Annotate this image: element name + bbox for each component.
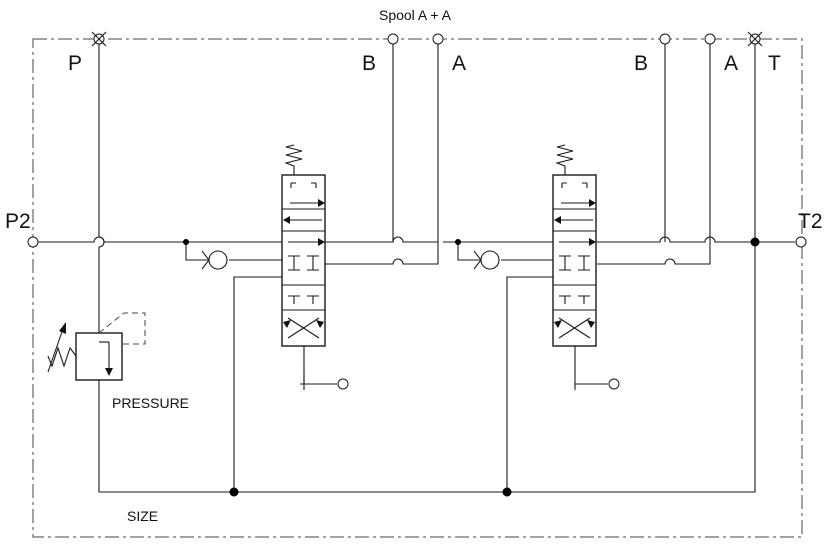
check-valve-2 [473,250,500,270]
junction-dot [750,237,760,247]
junction-dot [229,487,239,497]
check-branch-1 [185,242,282,261]
port-label-t2: T2 [798,210,823,233]
spool-valve-2 [552,144,620,390]
junction-dot [183,239,189,245]
size-label: SIZE [127,508,158,524]
return-loop-line [98,44,756,493]
pressure-label: PRESSURE [112,395,189,411]
lever-handle-icon [608,378,620,390]
tank-return-2 [506,276,553,492]
p-line [98,44,105,333]
valve-body-boundary [32,38,803,538]
adjustable-spring-icon [47,346,77,368]
junction-dot [502,487,512,497]
port-b1-marker [387,33,399,45]
port-p-plugged-marker [91,31,107,47]
port-t-plugged-marker [747,31,763,47]
spring-icon [555,144,574,175]
spring-icon [284,144,303,175]
port-label-p: P [68,52,82,75]
flow-lines [38,44,795,493]
port-a2-marker [704,33,716,45]
a1-connect [325,242,439,265]
port-label-b1: B [362,52,376,75]
relief-valve [47,312,146,381]
port-label-a2: A [724,52,738,75]
port-label-t: T [768,52,781,75]
port-t2-marker [795,236,807,248]
port-p2-marker [27,236,39,248]
port-label-a1: A [452,52,466,75]
check-branch-2 [457,242,553,261]
check-valve-1 [201,250,228,270]
port-markers [27,31,807,248]
tank-return-1 [233,276,282,492]
port-label-b2: B [634,52,648,75]
port-b2-marker [659,33,671,45]
port-a1-marker [432,33,444,45]
junction-dot [455,239,461,245]
spool-valve-1 [281,144,349,390]
diagram-title: Spool A + A [379,7,452,23]
main-horizontal-line [38,236,795,243]
lever-handle-icon [337,378,349,390]
a2-connect [597,242,711,265]
port-label-p2: P2 [5,210,31,233]
